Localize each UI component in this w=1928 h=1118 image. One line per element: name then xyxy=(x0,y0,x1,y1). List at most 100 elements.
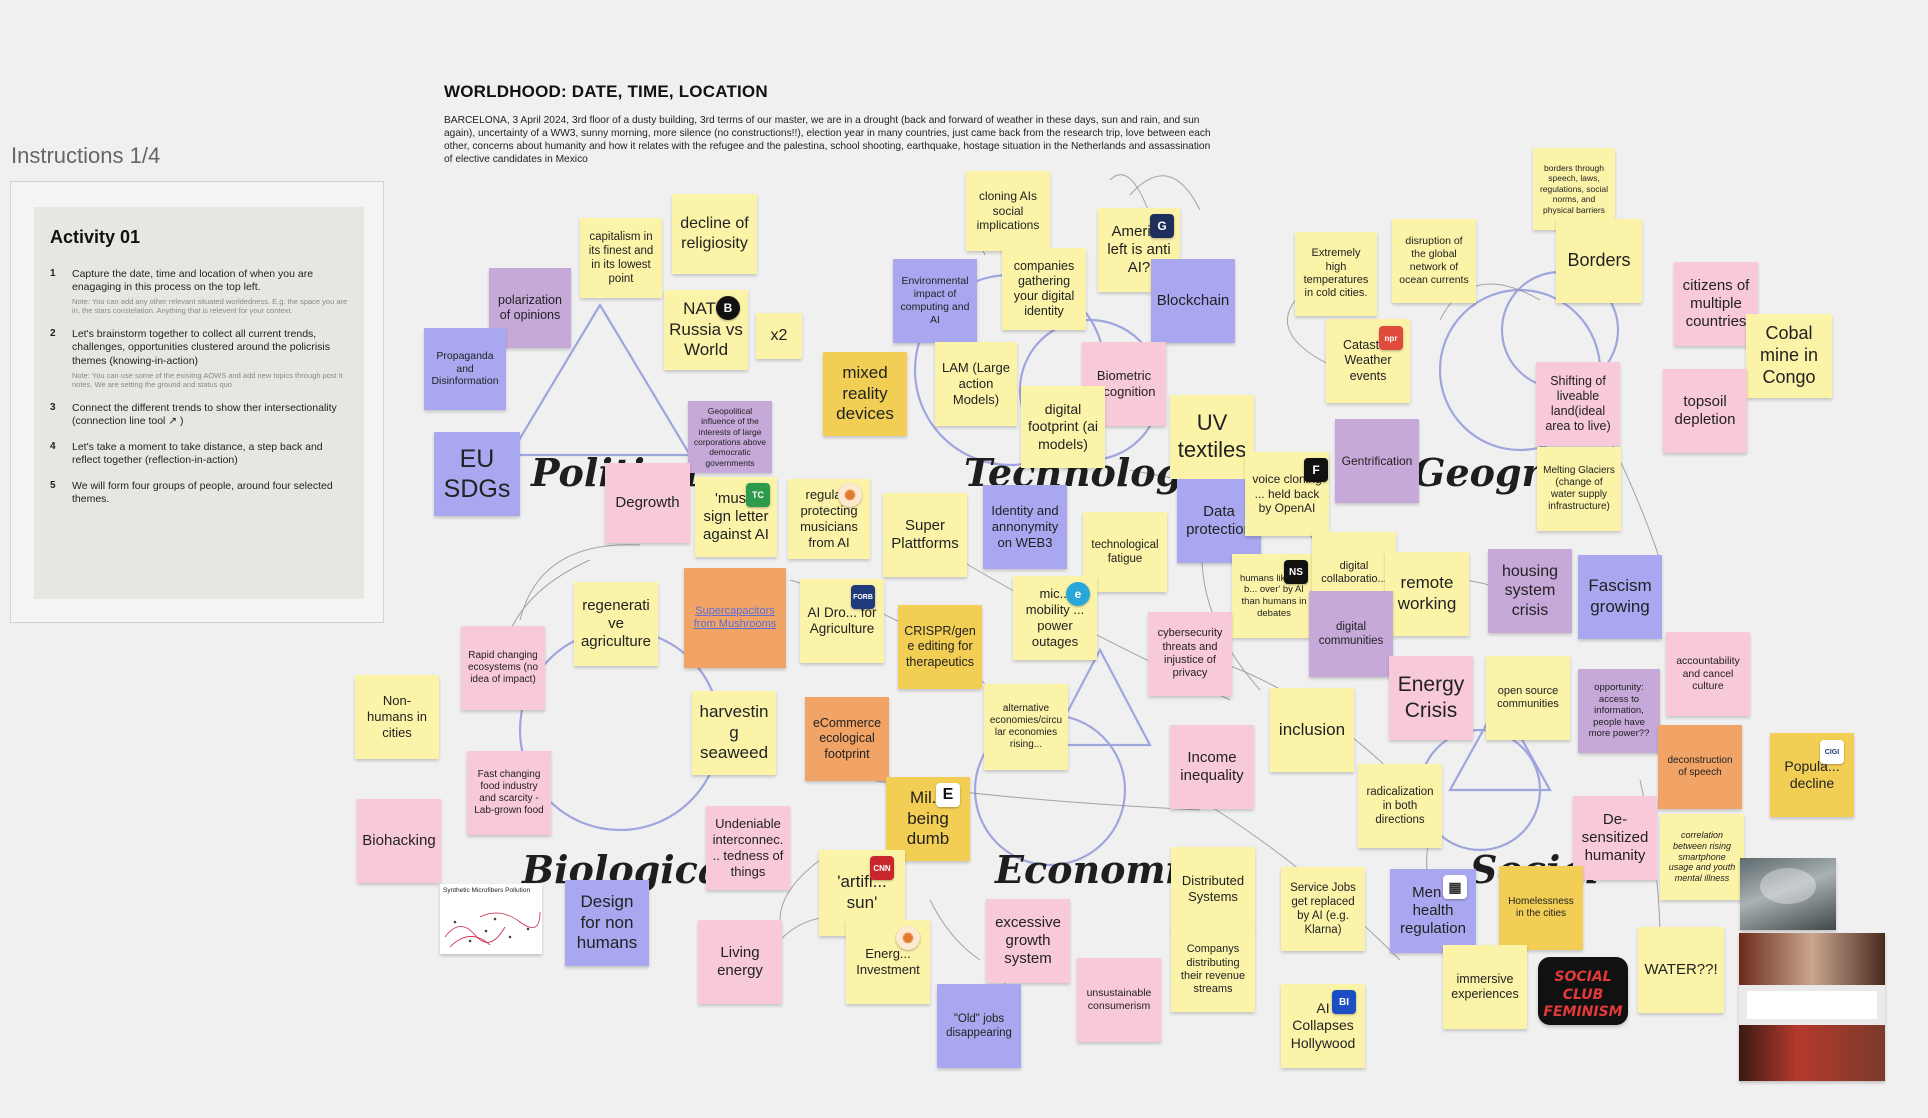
social-club-feminism-image[interactable]: SOCIAL CLUB FEMINISM xyxy=(1538,957,1628,1025)
sticky-note[interactable]: regenerative agriculture xyxy=(574,582,658,666)
connection-line[interactable] xyxy=(1439,283,1541,321)
f-logo-icon: F xyxy=(1304,458,1328,482)
sticky-note[interactable]: Extremely high temperatures in cold citi… xyxy=(1295,232,1377,316)
cigi-logo-icon: CIGI xyxy=(1820,740,1844,764)
sticky-note[interactable]: Borders xyxy=(1556,219,1642,303)
sticky-note[interactable]: immersive experiences xyxy=(1443,945,1527,1029)
sticky-note[interactable]: Identity and annonymity on WEB3 xyxy=(983,485,1067,569)
sticky-note[interactable]: UV textiles xyxy=(1170,395,1254,479)
image-caption: Synthetic Microfibers Pollution xyxy=(443,887,531,894)
sticky-note[interactable]: Rapid changing ecosystems (no idea of im… xyxy=(461,626,545,710)
sticky-note[interactable]: Living energy xyxy=(698,920,782,1004)
sticky-note[interactable]: Gentrification xyxy=(1335,419,1419,503)
sticky-note[interactable]: Geopolitical influence of the interests … xyxy=(688,401,772,473)
sticky-note[interactable]: capitalism in its finest and in its lowe… xyxy=(580,218,662,298)
sticky-note[interactable]: Propaganda and Disinformation xyxy=(424,328,506,410)
sticky-note[interactable]: Shifting of liveable land(ideal area to … xyxy=(1536,362,1620,446)
photo-detail xyxy=(1760,868,1816,904)
sticky-note[interactable]: harvesting seaweed xyxy=(692,691,776,775)
sticky-note[interactable]: correlation between rising smartphone us… xyxy=(1660,814,1744,900)
sticky-note[interactable]: accountability and cancel culture xyxy=(1666,632,1750,716)
microfibers-image[interactable]: Synthetic Microfibers Pollution xyxy=(440,884,542,954)
sticky-note[interactable]: EU SDGs xyxy=(434,432,520,516)
sticky-note[interactable]: eCommerce ecological footprint xyxy=(805,697,889,781)
sticky-note[interactable]: Homelessness in the cities xyxy=(1499,866,1583,950)
sticky-note[interactable]: decline of religiosity xyxy=(672,194,757,274)
sticky-note[interactable]: Super Plattforms xyxy=(883,493,967,577)
board-title[interactable]: WORLDHOOD: DATE, TIME, LOCATION xyxy=(444,82,768,101)
water-photo-thumbnail[interactable] xyxy=(1740,858,1836,930)
sticky-note[interactable]: digital footprint (ai models) xyxy=(1021,386,1105,468)
connection-line[interactable] xyxy=(1109,174,1151,216)
sticky-note[interactable]: open source communities xyxy=(1486,656,1570,740)
news-logo-icon: ▦ xyxy=(1443,875,1467,899)
news-collage-thumbnail[interactable] xyxy=(1739,933,1885,1081)
sticky-note[interactable]: Cobal mine in Congo xyxy=(1746,314,1832,398)
sticky-note[interactable]: remote working xyxy=(1385,552,1469,636)
sticky-note[interactable]: mixed reality devices xyxy=(823,352,907,436)
sticky-note[interactable]: Supercapacitors from Mushrooms xyxy=(684,568,786,668)
sticky-note[interactable]: Energy Crisis xyxy=(1389,656,1473,740)
supercapacitors-link[interactable]: Supercapacitors from Mushrooms xyxy=(693,604,777,630)
sticky-note[interactable]: Fascism growing xyxy=(1578,555,1662,639)
sticky-note[interactable]: technological fatigue xyxy=(1083,512,1167,592)
sticky-note[interactable]: Income inequality xyxy=(1170,725,1254,809)
sticky-note[interactable]: deconstruction of speech xyxy=(1658,725,1742,809)
sticky-note[interactable]: Design for non humans xyxy=(565,880,649,966)
sticky-note[interactable]: cybersecurity threats and injustice of p… xyxy=(1148,612,1232,696)
social-club-logo-text: SOCIAL CLUB FEMINISM xyxy=(1543,969,1623,1020)
bi-logo-icon: BI xyxy=(1332,990,1356,1014)
sticky-note[interactable]: topsoil depletion xyxy=(1663,369,1747,453)
sticky-note[interactable]: humans likely to b... over' by AI than h… xyxy=(1232,554,1316,638)
sticky-note[interactable]: Degrowth xyxy=(605,463,690,543)
board-description[interactable]: BARCELONA, 3 April 2024, 3rd floor of a … xyxy=(444,115,1211,165)
connection-line[interactable] xyxy=(1129,175,1201,211)
photo-detail xyxy=(1739,933,1885,985)
sticky-note[interactable]: cloning AIs social implications xyxy=(966,171,1050,251)
sticky-note[interactable]: Service Jobs get replaced by AI (e.g. Kl… xyxy=(1281,867,1365,951)
sticky-note[interactable]: Non-humans in cities xyxy=(355,675,439,759)
instructions-frame-title[interactable]: Instructions 1/4 xyxy=(11,143,161,168)
sticky-note[interactable]: "Old" jobs disappearing xyxy=(937,984,1021,1068)
step-number: 2 xyxy=(50,328,56,340)
cnn-logo-icon: CNN xyxy=(870,856,894,880)
sticky-note[interactable]: Distributed Systems xyxy=(1171,847,1255,931)
activity-heading: Activity 01 xyxy=(50,227,141,247)
sticky-note[interactable]: borders through speech, laws, regulation… xyxy=(1533,148,1615,230)
sticky-note[interactable]: opportunity: access to information, peop… xyxy=(1578,669,1660,753)
sticky-note[interactable]: Undeniable interconnec... tedness of thi… xyxy=(706,806,790,890)
sticky-note[interactable]: unsustainable consumerism xyxy=(1077,958,1161,1042)
sticky-note[interactable]: Fast changing food industry and scarcity… xyxy=(467,751,551,835)
connection-line[interactable] xyxy=(519,544,641,621)
b-logo-icon: B xyxy=(716,296,740,320)
sticky-note[interactable]: Environmental impact of computing and AI xyxy=(893,259,977,343)
sticky-note[interactable]: inclusion xyxy=(1270,688,1354,772)
sticky-note[interactable]: Biohacking xyxy=(357,799,441,883)
instructions-card[interactable]: Activity 01 1 Capture the date, time and… xyxy=(34,207,364,599)
sticky-note[interactable]: housing system crisis xyxy=(1488,549,1572,633)
sticky-note[interactable]: digital communities xyxy=(1309,591,1393,677)
sticky-note[interactable]: excessive growth system xyxy=(986,899,1070,983)
sticky-note[interactable]: CRISPR/gene editing for therapeutics xyxy=(898,605,982,689)
sticky-note[interactable]: alternative economies/circular economies… xyxy=(984,684,1068,770)
social-triangle-shape xyxy=(1448,697,1552,792)
sticky-note[interactable]: citizens of multiple countries xyxy=(1674,262,1758,346)
g-logo-icon: G xyxy=(1150,214,1174,238)
connection-line[interactable] xyxy=(929,899,981,961)
connection-line[interactable] xyxy=(779,859,821,921)
step-number: 1 xyxy=(50,268,56,279)
sticky-note[interactable]: Companys distributing their revenue stre… xyxy=(1171,928,1255,1012)
sticky-note[interactable]: 'music sign letter against AI xyxy=(695,477,777,557)
sticky-note[interactable]: Blockchain xyxy=(1151,259,1235,343)
sticky-note[interactable]: Melting Glaciers (change of water supply… xyxy=(1537,447,1621,531)
sticky-note[interactable]: De-sensitized humanity xyxy=(1573,796,1657,880)
sticky-note[interactable]: x2 xyxy=(756,313,802,359)
sticky-note[interactable]: radicalization in both directions xyxy=(1358,764,1442,848)
sticky-note[interactable]: WATER??! xyxy=(1638,927,1724,1013)
step-number: 4 xyxy=(50,440,56,452)
sticky-note[interactable]: disruption of the global network of ocea… xyxy=(1392,219,1476,303)
sticky-note[interactable]: LAM (Large action Models) xyxy=(935,342,1017,426)
e-logo-icon: E xyxy=(936,783,960,807)
sticky-note[interactable]: companies gathering your digital identit… xyxy=(1002,248,1086,330)
